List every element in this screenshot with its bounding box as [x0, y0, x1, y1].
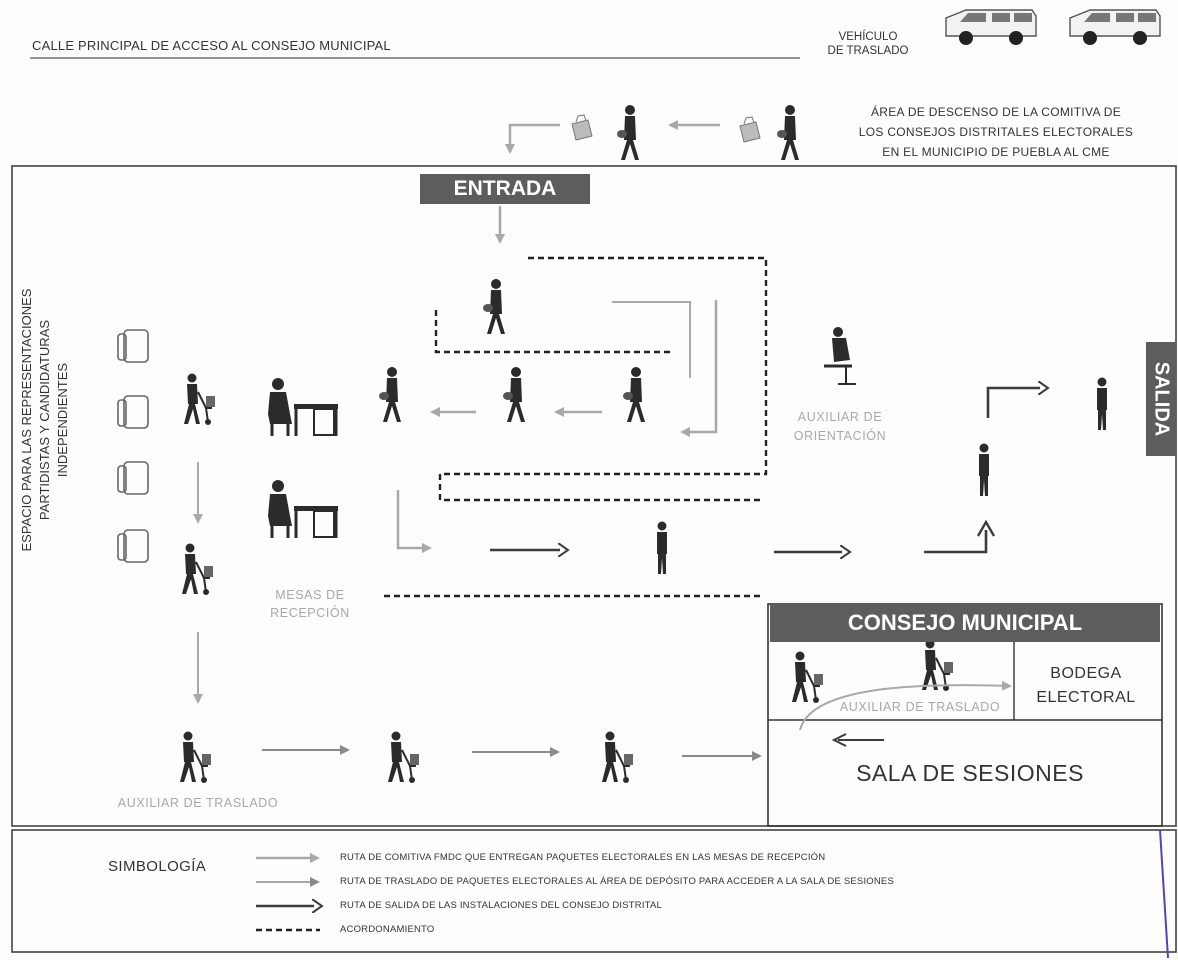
bodega-line1: BODEGA — [1050, 665, 1122, 682]
premises-border — [11, 165, 1177, 827]
exit-route-line — [924, 530, 988, 554]
exit-route-arrowhead — [976, 519, 996, 537]
transfer-assistant-label: AUXILIAR DE TRASLADO — [839, 700, 1001, 714]
route-line — [612, 301, 691, 378]
route-arrow — [505, 123, 560, 154]
aux-orient-line1: AUXILIAR DE — [797, 410, 883, 424]
return-route-arrowhead — [831, 733, 847, 747]
exit-route-arrow — [986, 388, 1040, 418]
representations-line3: INDEPENDIENTES — [55, 362, 70, 478]
legend-item-route-light: RUTA DE COMITIVA FMDC QUE ENTREGAN PAQUE… — [340, 852, 826, 863]
vehicle-label-line2: DE TRASLADO — [827, 45, 909, 57]
cordon-line — [434, 310, 672, 354]
reception-desks-label: MESAS DE RECEPCIÓN — [240, 586, 380, 622]
representations-line1: ESPACIO PARA LAS REPRESENTACIONES — [19, 288, 34, 552]
mesas-line1: MESAS DE — [275, 588, 345, 602]
legend-title: SIMBOLOGÍA — [108, 858, 207, 875]
route-arrow — [799, 680, 1012, 731]
vehicle-label: VEHÍCULO DE TRASLADO — [818, 30, 918, 58]
vehicle-label-line1: VEHÍCULO — [838, 31, 898, 43]
mesas-line2: RECEPCIÓN — [270, 606, 350, 620]
descent-area-label: ÁREA DE DESCENSO DE LA COMITIVA DE LOS C… — [840, 102, 1152, 162]
legend-item-cordon: ACORDONAMIENTO — [340, 924, 435, 935]
street-label: CALLE PRINCIPAL DE ACCESO AL CONSEJO MUN… — [32, 38, 391, 53]
representations-space-label: ESPACIO PARA LAS REPRESENTACIONES PARTID… — [18, 260, 72, 580]
orientation-assistant-icon — [824, 327, 856, 385]
representations-line2: PARTIDISTAS Y CANDIDATURAS — [37, 319, 52, 521]
descent-line2: LOS CONSEJOS DISTRITALES ELECTORALES — [858, 125, 1134, 139]
consejo-municipal-banner: CONSEJO MUNICIPAL — [770, 604, 1160, 642]
exit-banner: SALIDA — [1146, 342, 1176, 456]
bodega-electoral-label: BODEGA ELECTORAL — [1016, 662, 1156, 710]
bodega-line2: ELECTORAL — [1036, 689, 1136, 706]
descent-line1: ÁREA DE DESCENSO DE LA COMITIVA DE — [870, 105, 1122, 119]
route-arrow — [396, 490, 432, 553]
legend-item-route-dark: RUTA DE SALIDA DE LAS INSTALACIONES DEL … — [340, 900, 662, 911]
exit-banner-label: SALIDA — [1150, 361, 1173, 437]
descent-line3: EN EL MUNICIPIO DE PUEBLA AL CME — [882, 145, 1110, 159]
entrance-banner: ENTRADA — [420, 174, 590, 204]
legend-item-route-mid: RUTA DE TRASLADO DE PAQUETES ELECTORALES… — [340, 876, 895, 887]
orientation-assistant-label: AUXILIAR DE ORIENTACIÓN — [770, 408, 910, 446]
sala-de-sesiones-label: SALA DE SESIONES — [856, 760, 1084, 786]
aux-orient-line2: ORIENTACIÓN — [793, 429, 887, 443]
transfer-assistant-label: AUXILIAR DE TRASLADO — [117, 796, 279, 810]
legend-border — [11, 829, 1177, 953]
margin-mark — [1159, 829, 1169, 959]
route-arrow — [680, 300, 718, 437]
